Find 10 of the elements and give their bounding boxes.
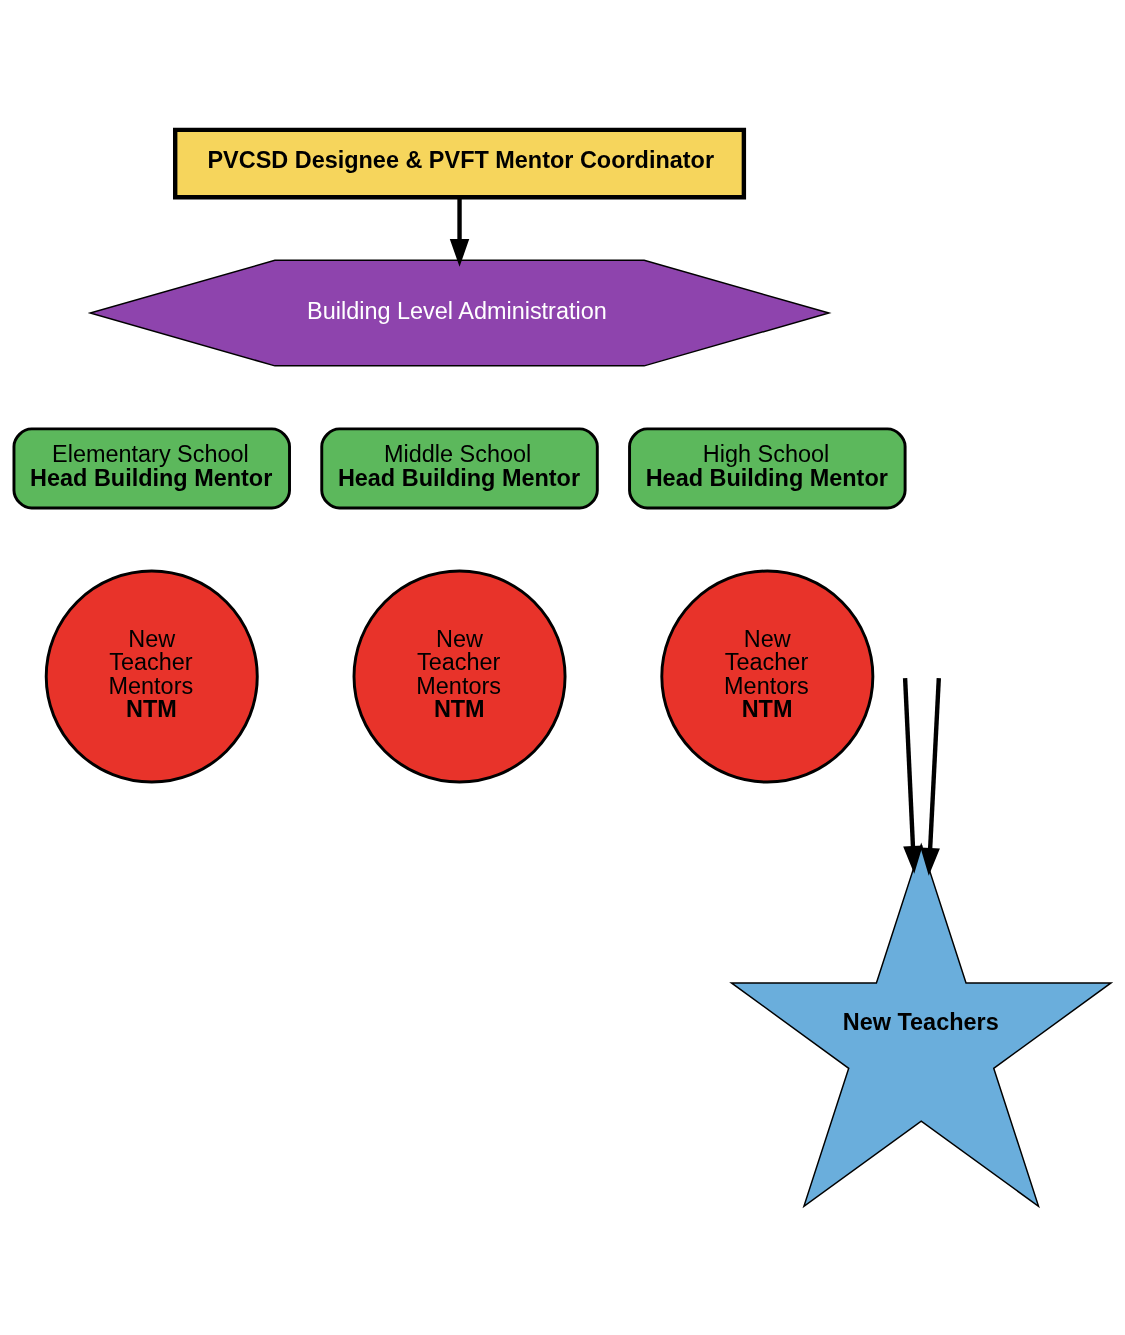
node-circle: New Teacher Mentors NTM (352, 569, 567, 784)
arrow (449, 197, 470, 267)
node-box: Elementary School Head Building Mentor (12, 426, 291, 509)
arrow (902, 677, 923, 874)
node-box: High School Head Building Mentor (628, 426, 907, 509)
node-box: PVCSD Designee & PVFT Mentor Coordinator (173, 127, 747, 199)
arrow (920, 677, 941, 876)
node-circle: New Teacher Mentors NTM (44, 569, 259, 784)
node-circle: New Teacher Mentors NTM (660, 569, 875, 784)
node-box: Middle School Head Building Mentor (320, 426, 599, 509)
